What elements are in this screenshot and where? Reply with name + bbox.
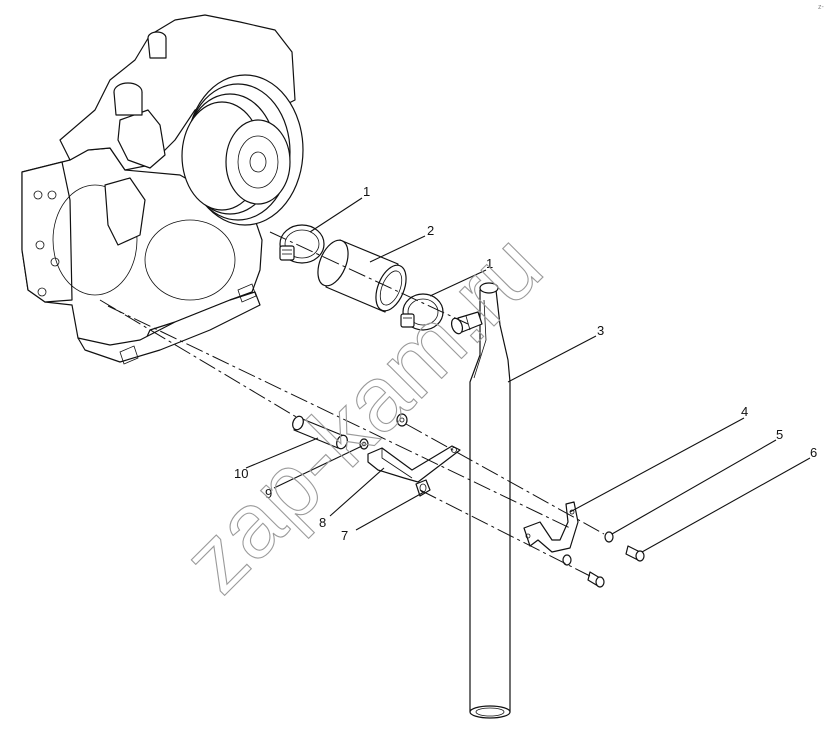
callout-2: 2	[427, 223, 434, 238]
callout-1b: 1	[486, 256, 493, 271]
engine-block	[21, 14, 304, 365]
callout-10: 10	[234, 466, 248, 481]
callout-8: 8	[319, 515, 326, 530]
callout-6: 6	[810, 445, 817, 460]
callout-9: 9	[265, 486, 272, 501]
callout-5: 5	[776, 427, 783, 442]
washer-lower	[562, 554, 572, 566]
bolt-lower	[587, 571, 605, 588]
spacer-tube	[292, 415, 348, 450]
callouts: 1 2 1 3 4 5 6 7 8 9 10	[234, 184, 817, 543]
nut-top	[396, 413, 408, 427]
rubber-hose	[317, 239, 407, 313]
callout-3: 3	[597, 323, 604, 338]
support-bracket	[367, 445, 461, 483]
bolt-upper	[625, 545, 645, 562]
water-pipe	[450, 282, 511, 719]
callout-7: 7	[341, 528, 348, 543]
center-lines	[99, 231, 605, 577]
corner-mark: z-	[818, 4, 825, 11]
callout-1a: 1	[363, 184, 370, 199]
nut-7	[415, 479, 431, 497]
leader-lines	[245, 197, 811, 553]
washer-upper	[604, 531, 614, 543]
callout-4: 4	[741, 404, 748, 419]
hose-clamp-upper	[279, 224, 325, 264]
